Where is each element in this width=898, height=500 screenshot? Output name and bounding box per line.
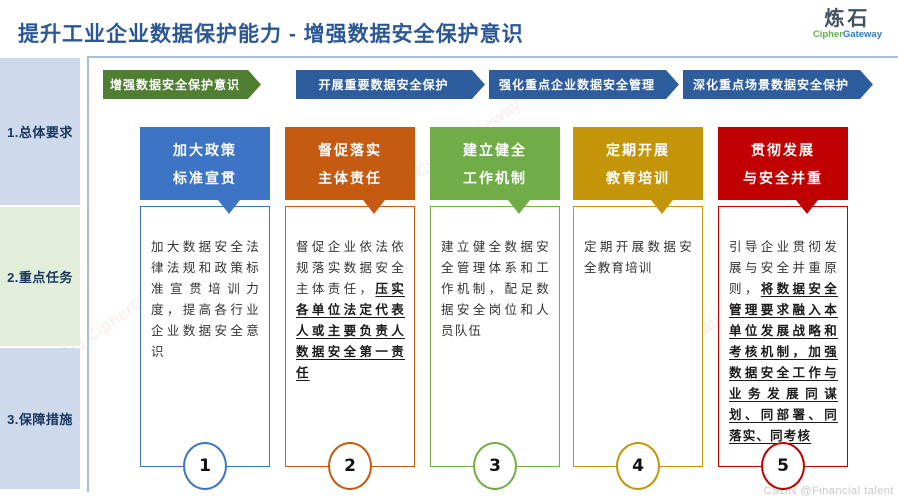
column-body-text: 定期开展数据安全教育培训 bbox=[584, 240, 693, 275]
sidebar-item-key-tasks: 2.重点任务 bbox=[0, 207, 80, 346]
step-number-badge: 2 bbox=[328, 442, 372, 490]
column-header: 督促落实 主体责任 bbox=[285, 127, 415, 200]
page-title: 提升工业企业数据保护能力 - 增强数据安全保护意识 bbox=[18, 23, 524, 46]
column-body-box: 督促企业依法依规落实数据安全主体责任，压实各单位法定代表人或主要负责人数据安全第… bbox=[285, 206, 415, 467]
task-column-4: 定期开展 教育培训 定期开展数据安全教育培训 4 bbox=[573, 127, 703, 490]
step-number-badge: 4 bbox=[616, 442, 660, 490]
logo-wordmark: 炼石 bbox=[824, 8, 871, 30]
callout-pointer bbox=[508, 200, 530, 214]
cipher-gateway-logo: 炼石 CipherGateway bbox=[813, 8, 882, 40]
sidebar-divider-line bbox=[87, 56, 89, 492]
column-header: 建立健全 工作机制 bbox=[430, 127, 560, 200]
callout-pointer bbox=[796, 200, 818, 214]
step-number-badge: 5 bbox=[761, 442, 805, 490]
column-body-text: 建立健全数据安全管理体系和工作机制，配足数据安全岗位和人员队伍 bbox=[441, 240, 550, 338]
task-column-1: 加大政策 标准宣贯 加大数据安全法律法规和政策标准宣贯培训力度，提高各行业企业数… bbox=[140, 127, 270, 490]
task-column-3: 建立健全 工作机制 建立健全数据安全管理体系和工作机制，配足数据安全岗位和人员队… bbox=[430, 127, 560, 490]
task-column-2: 督促落实 主体责任 督促企业依法依规落实数据安全主体责任，压实各单位法定代表人或… bbox=[285, 127, 415, 490]
header-divider-line bbox=[87, 56, 898, 58]
logo-subtitle: CipherGateway bbox=[812, 29, 882, 40]
callout-pointer bbox=[218, 200, 240, 214]
column-body-box: 建立健全数据安全管理体系和工作机制，配足数据安全岗位和人员队伍 bbox=[430, 206, 560, 467]
sidebar-item-safeguard-measures: 3.保障措施 bbox=[0, 348, 80, 489]
banner-important-data-protection: 开展重要数据安全保护 bbox=[296, 70, 485, 99]
column-body-text: 引导企业贯彻发展与安全并重原则，将数据安全管理要求融入本单位发展战略和考核机制，… bbox=[729, 240, 838, 443]
column-body-box: 加大数据安全法律法规和政策标准宣贯培训力度，提高各行业企业数据安全意识 bbox=[140, 206, 270, 467]
task-column-5: 贯彻发展 与安全并重 引导企业贯彻发展与安全并重原则，将数据安全管理要求融入本单… bbox=[718, 127, 848, 490]
column-header: 贯彻发展 与安全并重 bbox=[718, 127, 848, 200]
csdn-credit-watermark: CSDN @Financial talent bbox=[763, 485, 894, 497]
callout-pointer bbox=[363, 200, 385, 214]
sidebar-item-general-requirements: 1.总体要求 bbox=[0, 58, 80, 205]
column-body-box: 定期开展数据安全教育培训 bbox=[573, 206, 703, 467]
callout-pointer bbox=[651, 200, 673, 214]
column-body-text: 加大数据安全法律法规和政策标准宣贯培训力度，提高各行业企业数据安全意识 bbox=[151, 240, 260, 359]
step-number-badge: 3 bbox=[473, 442, 517, 490]
banner-key-scenario-protection: 深化重点场景数据安全保护 bbox=[683, 70, 873, 99]
column-body-text: 督促企业依法依规落实数据安全主体责任，压实各单位法定代表人或主要负责人数据安全第… bbox=[296, 240, 405, 380]
column-header: 加大政策 标准宣贯 bbox=[140, 127, 270, 200]
column-body-box: 引导企业贯彻发展与安全并重原则，将数据安全管理要求融入本单位发展战略和考核机制，… bbox=[718, 206, 848, 467]
banner-key-enterprise-management: 强化重点企业数据安全管理 bbox=[489, 70, 679, 99]
banner-enhance-awareness: 增强数据安全保护意识 bbox=[103, 70, 261, 99]
column-header: 定期开展 教育培训 bbox=[573, 127, 703, 200]
step-number-badge: 1 bbox=[183, 442, 227, 490]
